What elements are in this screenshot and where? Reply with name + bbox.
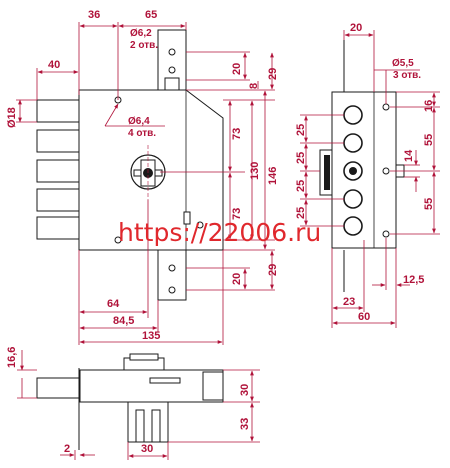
side-dim-60: 60 [358, 311, 370, 323]
bottom-strike-plate [157, 249, 187, 301]
bottom-dim-2: 2 [64, 443, 70, 455]
side-dim-55-bottom: 55 [423, 198, 435, 210]
bottom-dim-33: 33 [239, 418, 251, 430]
dim-8: 8 [248, 83, 260, 89]
dim-73-top: 73 [231, 128, 243, 140]
bottom-dim-30: 30 [141, 443, 153, 455]
side-bolt-heads [343, 105, 363, 236]
side-dim-25-3: 25 [295, 180, 307, 192]
side-hole-count: 3 отв. [393, 70, 421, 81]
dim-20-top: 20 [231, 63, 243, 75]
bolt-diameter: Ø18 [6, 107, 18, 128]
dim-40: 40 [48, 59, 60, 71]
bottom-dim-30-right: 30 [239, 384, 251, 396]
side-dim-55-top: 55 [423, 134, 435, 146]
side-dim-25-2: 25 [295, 152, 307, 164]
dim-29-top: 29 [267, 68, 279, 80]
dim-64: 64 [107, 298, 120, 310]
dim-135: 135 [142, 330, 160, 342]
side-dim-23: 23 [343, 296, 355, 308]
side-dim-16: 16 [423, 100, 435, 112]
dim-65: 65 [145, 9, 157, 21]
dim-84-5: 84,5 [113, 315, 134, 327]
side-dim-20: 20 [350, 22, 362, 34]
watermark-text: https://22006.ru [118, 218, 321, 247]
bottom-view: 16,6 30 33 2 30 [6, 347, 260, 460]
side-dim-14: 14 [403, 149, 415, 162]
dim-20-bottom: 20 [231, 273, 243, 285]
dim-29-bottom: 29 [267, 264, 279, 276]
hole-body-diameter: Ø6,4 [128, 116, 150, 127]
side-hole-diameter: Ø5,5 [392, 58, 414, 69]
dim-73-bottom: 73 [231, 208, 243, 220]
hole-body-count: 4 отв. [128, 128, 156, 139]
side-dim-12-5: 12,5 [403, 274, 424, 286]
front-bolts [36, 99, 80, 240]
bottom-dim-16-6: 16,6 [6, 347, 18, 368]
front-view: 36 65 40 Ø6,2 2 отв. 20 8 29 Ø18 Ø6,4 4 … [6, 9, 279, 345]
cylinder-icon [130, 145, 166, 200]
side-view: 20 Ø5,5 3 отв. 16 25 25 25 25 55 14 55 [295, 22, 440, 328]
hole-top-diameter: Ø6,2 [130, 28, 152, 39]
dim-36: 36 [88, 9, 100, 21]
side-dim-25-4: 25 [295, 207, 307, 219]
dim-146: 146 [267, 167, 279, 185]
side-dim-25-1: 25 [295, 124, 307, 136]
hole-top-count: 2 отв. [130, 40, 158, 51]
dim-130: 130 [249, 162, 261, 180]
